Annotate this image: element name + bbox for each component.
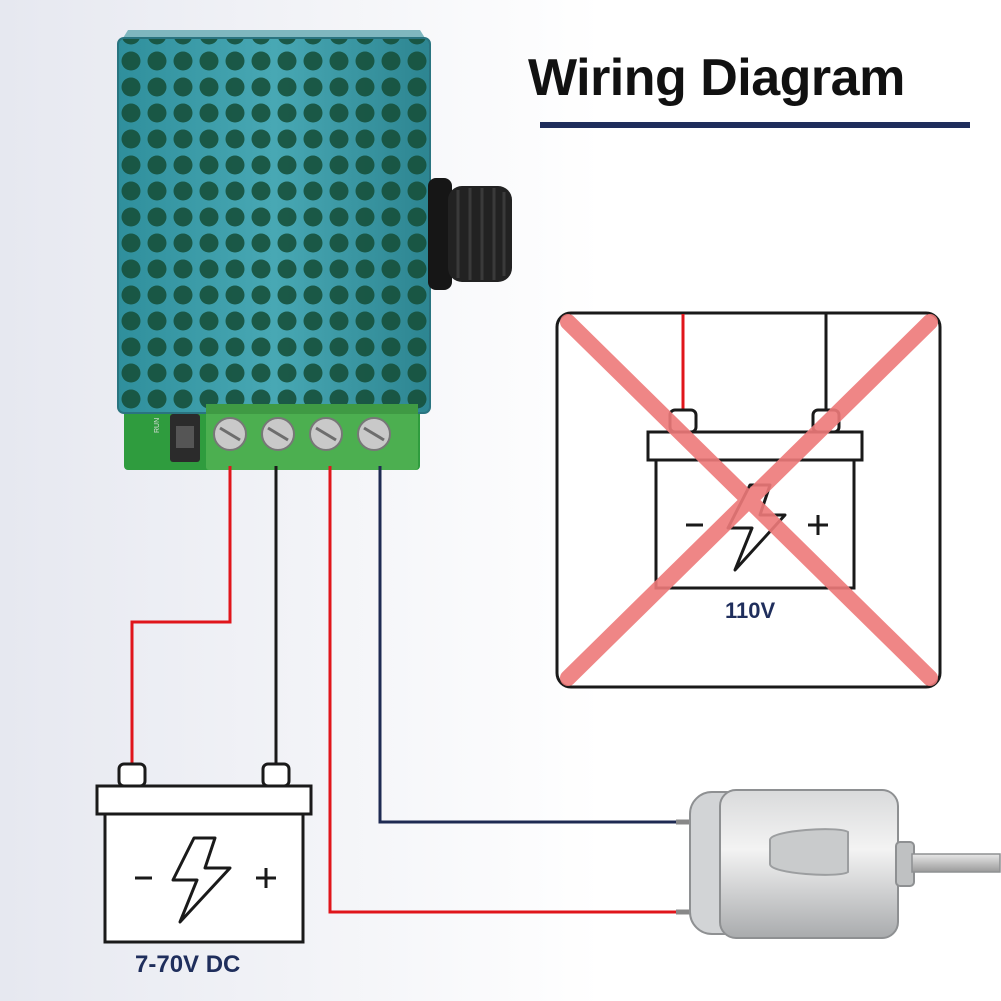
forbidden-110v-panel bbox=[555, 311, 942, 689]
forbidden-voltage-label: 110V bbox=[725, 598, 776, 623]
motor-wire-2 bbox=[328, 466, 682, 914]
allowed-voltage-label: 7-70V DC bbox=[135, 951, 241, 978]
battery-7-70v-icon bbox=[95, 762, 313, 944]
run-switch-label: RUN bbox=[154, 417, 161, 433]
page-title: Wiring Diagram bbox=[528, 49, 905, 107]
speed-knob bbox=[428, 178, 512, 290]
wires bbox=[130, 466, 682, 914]
motor-wire-1 bbox=[378, 466, 682, 824]
terminal-block bbox=[206, 404, 418, 470]
cross-out-icon bbox=[560, 314, 938, 686]
battery-positive-wire bbox=[130, 466, 232, 768]
speed-controller bbox=[117, 30, 512, 470]
dc-motor bbox=[676, 789, 1001, 939]
title-underline bbox=[540, 122, 970, 128]
